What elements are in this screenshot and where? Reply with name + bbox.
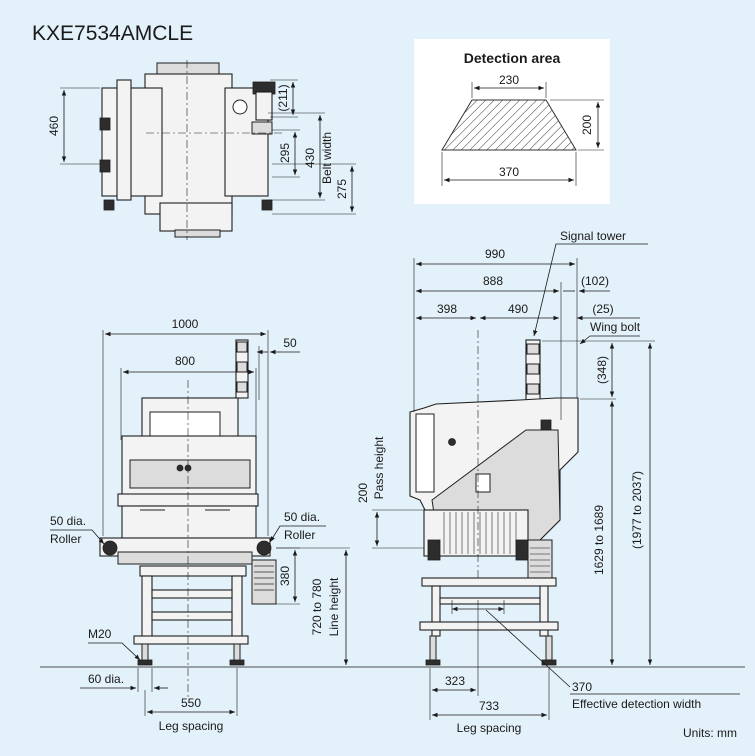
side-effective-width-label: Effective detection width: [572, 697, 701, 711]
top-dim-460: 460: [47, 116, 61, 136]
side-dim-490: 490: [508, 302, 528, 316]
side-dim-370: 370: [572, 680, 592, 694]
detection-area-title: Detection area: [464, 50, 561, 66]
side-leg-spacing-value: 733: [479, 699, 499, 713]
side-dim-398: 398: [437, 302, 457, 316]
detection-top-width: 230: [499, 73, 519, 87]
front-m20: M20: [88, 627, 112, 641]
side-wing-bolt-label: Wing bolt: [590, 320, 641, 334]
front-roller-right-label: Roller: [284, 528, 315, 542]
front-leg-spacing-label: Leg spacing: [159, 719, 224, 733]
detection-height: 200: [580, 115, 594, 135]
front-dim-380: 380: [278, 566, 292, 586]
side-view: Signal tower 990 888 (102) 398 490 (25) …: [356, 229, 740, 735]
front-line-height-value: 720 to 780: [310, 578, 324, 635]
top-belt-width-label: Belt width: [320, 132, 334, 184]
front-roller-right-dia: 50 dia.: [284, 510, 320, 524]
side-dim-990: 990: [485, 247, 505, 261]
side-signal-tower-label: Signal tower: [560, 229, 626, 243]
front-leg-spacing-value: 550: [181, 696, 201, 710]
side-dim-102: (102): [581, 274, 609, 288]
front-dim-1000: 1000: [172, 317, 199, 331]
side-dim-888: 888: [483, 274, 503, 288]
front-view: 1000 50 800 50 dia. Roller 50 dia. Rolle…: [50, 317, 350, 733]
detection-bottom-width: 370: [499, 165, 519, 179]
detection-area-trapezoid: [441, 99, 577, 151]
side-pass-height-label: Pass height: [372, 436, 386, 499]
front-foot-dia: 60 dia.: [88, 672, 124, 686]
side-dim-348: (348): [595, 356, 609, 384]
front-roller-left-label: Roller: [50, 532, 81, 546]
front-roller-left-dia: 50 dia.: [50, 514, 86, 528]
model-title: KXE7534AMCLE: [32, 22, 194, 45]
front-line-height-label: Line height: [327, 577, 341, 636]
side-dim-323: 323: [445, 674, 465, 688]
units-note: Units: mm: [683, 726, 737, 740]
top-dim-275: 275: [335, 179, 349, 199]
top-view: 460 (211) 295 430 Belt width 275: [47, 60, 356, 240]
top-dim-211: (211): [276, 84, 290, 111]
front-dim-800: 800: [175, 354, 195, 368]
side-pass-height-value: 200: [356, 483, 370, 503]
front-dim-50: 50: [283, 336, 297, 350]
detection-area-panel: Detection area 230 200 370: [414, 39, 610, 204]
side-dim-25: (25): [592, 302, 613, 316]
top-dim-295: 295: [278, 143, 292, 163]
side-dim-1977: (1977 to 2037): [630, 471, 644, 549]
top-dim-430: 430: [303, 148, 317, 168]
side-dim-1629: 1629 to 1689: [592, 505, 606, 575]
side-leg-spacing-label: Leg spacing: [457, 721, 522, 735]
